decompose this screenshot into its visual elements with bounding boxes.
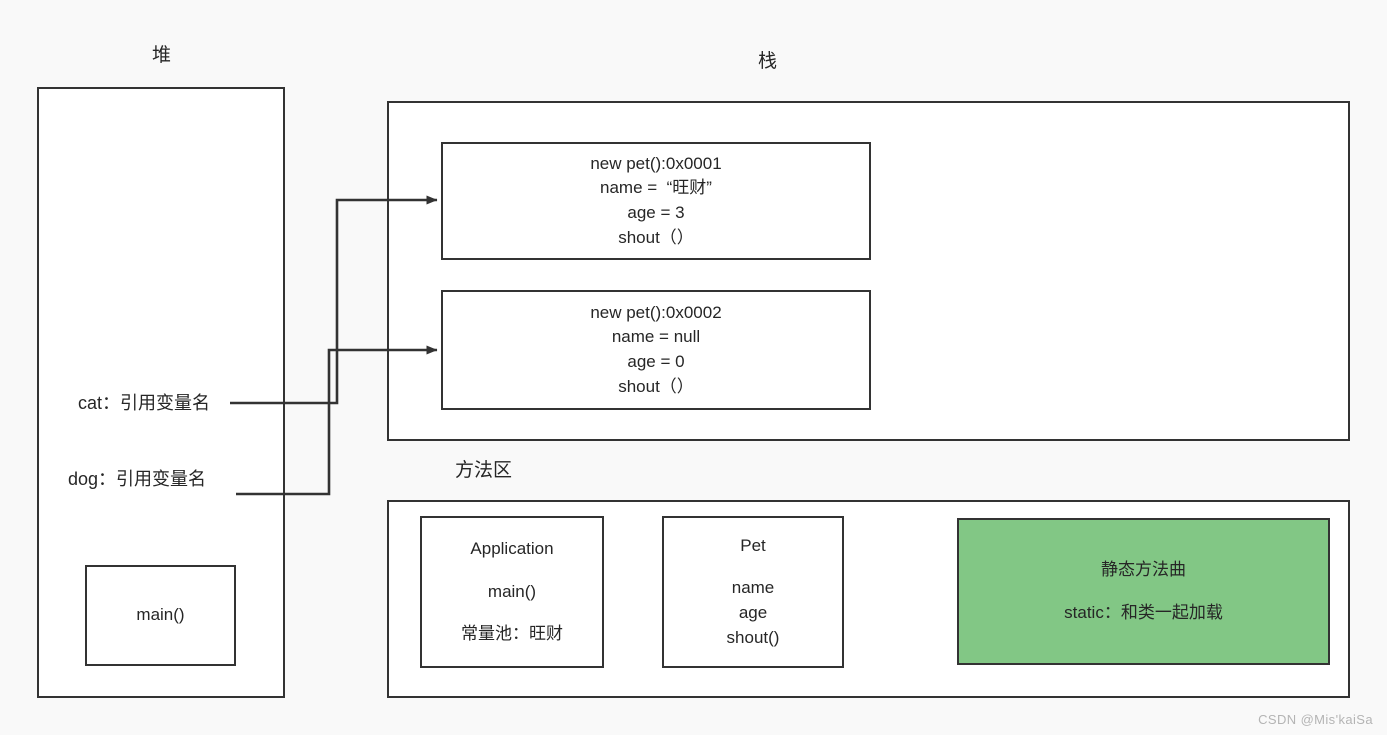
- static-method-block: 静态方法曲 static：和类一起加载: [957, 518, 1330, 665]
- application-class-member-0: main(): [487, 581, 537, 601]
- pet-object-0x0001-line-2: age = 3: [627, 203, 685, 222]
- cat-reference: cat：引用变量名: [78, 393, 211, 413]
- pet-class-title: Pet: [740, 535, 766, 555]
- heap-title: 堆: [152, 45, 172, 66]
- pet-class-member-0: name: [731, 578, 775, 598]
- watermark: CSDN @Mis'kaiSa: [1258, 712, 1373, 727]
- static-method-block-detail: static：和类一起加载: [1064, 602, 1223, 622]
- pet-object-0x0001-line-3: shout（）: [618, 227, 694, 247]
- application-class: Application main() 常量池：旺财: [420, 516, 604, 668]
- pet-object-0x0001-line-0: new pet():0x0001: [590, 153, 722, 173]
- pet-class-member-2: shout(): [726, 627, 780, 647]
- static-method-block-title: 静态方法曲: [1101, 559, 1186, 579]
- pet-class-member-1: age: [738, 603, 768, 622]
- pet-object-0x0002-line-2: age = 0: [627, 352, 685, 371]
- main-frame: main(): [85, 565, 236, 666]
- pet-object-0x0001: new pet():0x0001 name = “旺财” age = 3 sho…: [441, 142, 871, 260]
- pet-object-0x0001-line-1: name = “旺财”: [600, 178, 712, 198]
- application-class-extra: 常量池：旺财: [461, 624, 563, 644]
- application-class-title: Application: [470, 539, 554, 559]
- dog-reference: dog：引用变量名: [68, 469, 207, 489]
- pet-class: Pet name age shout(): [662, 516, 844, 668]
- method-area-title: 方法区: [455, 460, 513, 481]
- pet-object-0x0002: new pet():0x0002 name = null age = 0 sho…: [441, 290, 871, 410]
- main-frame-line-0: main(): [136, 605, 185, 625]
- pet-object-0x0002-line-1: name = null: [611, 327, 701, 347]
- pet-object-0x0002-line-0: new pet():0x0002: [590, 302, 722, 322]
- stack-title: 栈: [758, 51, 778, 72]
- pet-object-0x0002-line-3: shout（）: [618, 376, 694, 396]
